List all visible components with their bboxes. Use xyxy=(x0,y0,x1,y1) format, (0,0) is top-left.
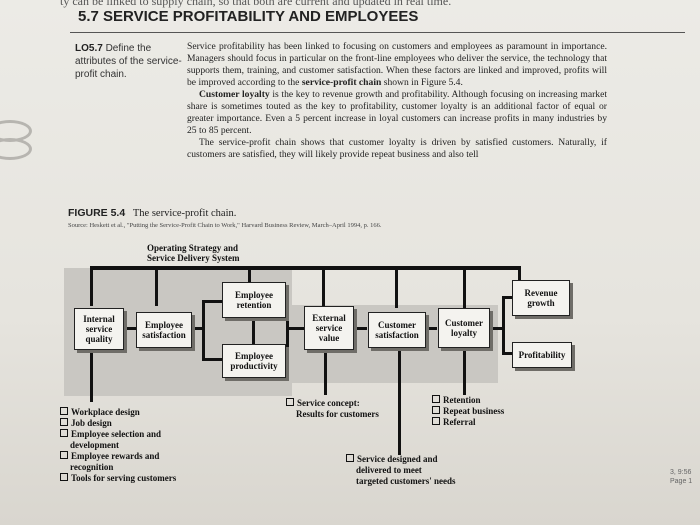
list-item: Job design xyxy=(60,418,220,429)
margin-note: 3, 9:56 Page 1 xyxy=(670,468,692,486)
drop-line-customer-sat xyxy=(395,266,398,308)
top-distribution-bar xyxy=(90,266,520,270)
margin-note-line-1: 3, 9:56 xyxy=(670,469,692,476)
box-revenue-growth: Revenue growth xyxy=(512,280,570,316)
paragraph-3: The service-profit chain shows that cust… xyxy=(187,137,607,160)
list-item: Repeat business xyxy=(432,406,532,417)
drop-line-retention xyxy=(248,266,251,282)
figure-source: Source: Heskett et al., "Putting the Ser… xyxy=(68,222,382,229)
learning-objective: LO5.7 Define the attributes of the servi… xyxy=(75,42,185,81)
list-item: Workplace design xyxy=(60,407,220,418)
list-item: Employee selection and development xyxy=(60,429,170,451)
learning-objective-code: LO5.7 xyxy=(75,43,103,54)
retention-productivity-link xyxy=(252,316,255,350)
drop-line-revenue xyxy=(518,266,521,280)
key-term-service-profit-chain: service-profit chain xyxy=(301,77,382,88)
service-designed-line-3: targeted customers' needs xyxy=(356,476,456,486)
figure-caption: FIGURE 5.4 The service-profit chain. xyxy=(68,207,236,219)
service-concept-note: Service concept: Results for customers xyxy=(286,398,396,420)
list-item: Retention xyxy=(432,395,532,406)
service-concept-subtitle: Results for customers xyxy=(296,409,379,419)
paragraph-1: Service profitability has been linked to… xyxy=(187,41,607,89)
rise-line-loyalty xyxy=(463,345,466,395)
service-concept-heading: Service concept: xyxy=(286,398,396,409)
arrow-to-revenue xyxy=(502,296,512,299)
box-employee-satisfaction: Employee satisfaction xyxy=(136,312,192,348)
paragraph-2: Customer loyalty is the key to revenue g… xyxy=(187,89,607,137)
service-designed-note: Service designed and delivered to meet t… xyxy=(346,454,486,487)
outcome-bracket xyxy=(286,300,289,360)
drop-line-customer-loyalty xyxy=(463,266,466,308)
loyalty-list: Retention Repeat business Referral xyxy=(432,395,532,428)
arrow-to-profitability xyxy=(502,352,512,355)
box-internal-service-quality: Internal service quality xyxy=(74,308,124,350)
key-term-customer-loyalty: Customer loyalty xyxy=(199,89,270,100)
drop-line-internal xyxy=(90,266,93,306)
operating-strategy-label: Operating Strategy and Service Delivery … xyxy=(147,243,240,263)
rise-line-service-designed xyxy=(398,345,401,455)
paragraph-1-tail: shown in Figure 5.4. xyxy=(381,77,463,88)
margin-note-line-2: Page 1 xyxy=(670,478,693,485)
box-profitability: Profitability xyxy=(512,342,572,368)
box-customer-loyalty: Customer loyalty xyxy=(438,308,490,348)
learning-objective-text: Define the attributes of the service-pro… xyxy=(75,43,182,80)
box-employee-productivity: Employee productivity xyxy=(222,344,286,378)
employee-bracket xyxy=(202,300,205,360)
list-item: Referral xyxy=(432,417,532,428)
paragraph-2-text: is the key to revenue growth and profita… xyxy=(187,89,608,136)
arrow-to-profit-bracket xyxy=(490,327,504,330)
profit-bracket xyxy=(502,296,505,354)
drop-line-employee-sat xyxy=(155,266,158,306)
arrow-employee-to-bracket xyxy=(190,327,204,330)
box-employee-retention: Employee retention xyxy=(222,282,286,318)
arrow-internal-to-employee xyxy=(124,327,136,330)
drop-line-external-value xyxy=(322,266,325,308)
service-designed-line-2: delivered to meet xyxy=(356,465,422,475)
body-text: Service profitability has been linked to… xyxy=(187,41,607,161)
rise-line-workplace xyxy=(90,352,93,402)
figure-title: The service-profit chain. xyxy=(132,208,237,219)
figure-label: FIGURE 5.4 xyxy=(68,207,126,219)
previous-page-fragment: ty can be linked to supply chain, so tha… xyxy=(60,0,452,8)
workplace-list: Workplace design Job design Employee sel… xyxy=(60,407,220,484)
paragraph-1-lead: Service profitability has been linked to… xyxy=(187,41,607,88)
arrow-to-customer-sat xyxy=(353,327,367,330)
rise-line-service-concept xyxy=(324,345,327,395)
arrow-to-external-value xyxy=(286,327,304,330)
arrow-to-customer-loyalty xyxy=(425,327,437,330)
section-title: 5.7 SERVICE PROFITABILITY AND EMPLOYEES xyxy=(78,8,419,25)
box-external-service-value: External service value xyxy=(304,306,354,350)
binder-ring xyxy=(0,138,32,160)
service-designed-line-1: Service designed and xyxy=(346,454,486,465)
box-customer-satisfaction: Customer satisfaction xyxy=(368,312,426,348)
arrow-to-retention xyxy=(202,300,222,303)
arrow-to-productivity xyxy=(202,358,222,361)
list-item: Employee rewards and recognition xyxy=(60,451,170,473)
section-rule xyxy=(70,32,685,33)
list-item: Tools for serving customers xyxy=(60,473,220,484)
